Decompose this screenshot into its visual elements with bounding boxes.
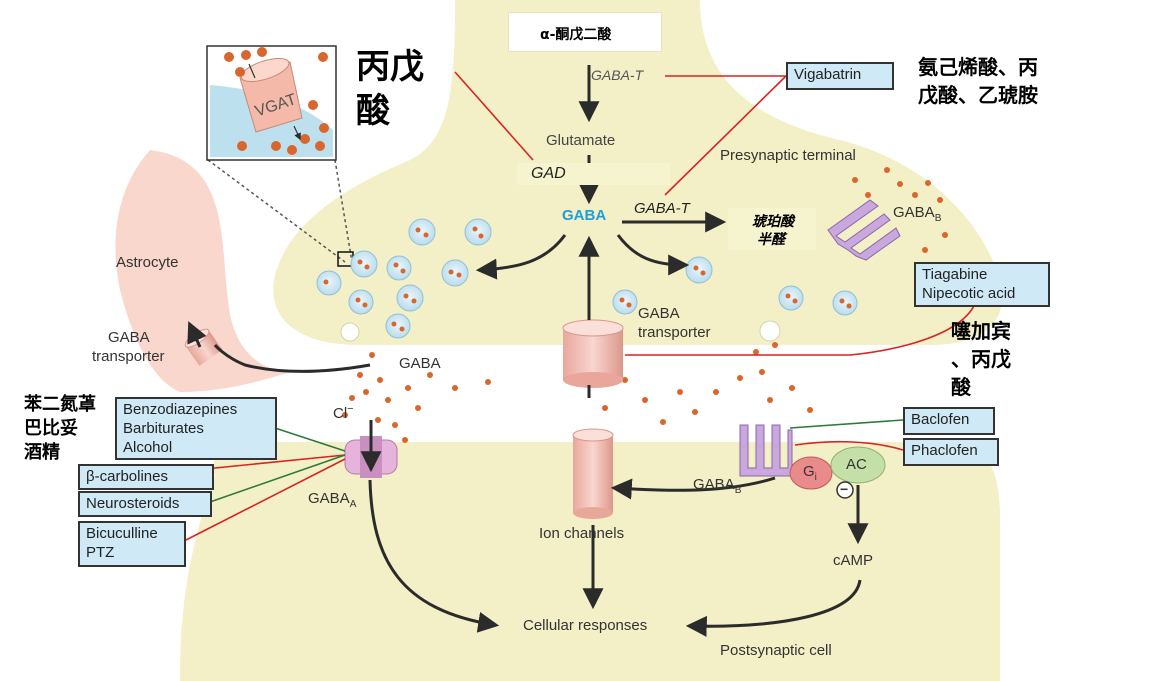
benzo-annotation-line2: 巴比妥 [24, 418, 78, 439]
gaba-transporter-presynaptic-label-1: GABA [638, 305, 680, 322]
tiagabine-annotation-line1: 噻加宾 [951, 319, 1011, 343]
astrocyte-label: Astrocyte [116, 254, 179, 271]
gi-protein [789, 456, 833, 490]
ion-channels-label: Ion channels [539, 525, 625, 542]
baclofen-box: Baclofen [903, 407, 995, 435]
adenylyl-cyclase [830, 446, 886, 484]
valproate-annotation-line1: 丙戊 [356, 47, 424, 87]
vigabatrin-annotation-line2: 戊酸、乙琥胺 [918, 83, 1038, 107]
vigabatrin-annotation-line1: 氨己烯酸、丙 [918, 55, 1038, 79]
cellular-responses-label: Cellular responses [523, 617, 648, 634]
phaclofen-box: Phaclofen [903, 438, 999, 466]
presynaptic-terminal-label: Presynaptic terminal [720, 147, 856, 164]
gaba-b-postsynaptic-label: GABAB [693, 476, 742, 496]
tiagabine-annotation-line3: 酸 [951, 375, 971, 399]
succinic-semialdehyde-line1: 琥珀酸 [752, 214, 794, 230]
gaba-b-postsynaptic-receptor [739, 424, 793, 477]
gaba-b-presynaptic-receptor [827, 199, 901, 261]
gaba-t-label-2: GABA-T [634, 200, 690, 217]
tiagabine-annotation-line2: 、丙戊 [951, 347, 1011, 371]
gaba-b-presynaptic-label: GABAB [893, 204, 942, 224]
succinic-semialdehyde-line2: 半醛 [757, 232, 785, 248]
postsynaptic-cell-label: Postsynaptic cell [720, 642, 832, 659]
succinic-highlight [728, 208, 816, 250]
benzo-annotation-line1: 苯二氮䓬 [24, 394, 96, 415]
camp-label: cAMP [833, 552, 874, 569]
gaba-transporter-astrocyte-label-2: transporter [92, 348, 165, 365]
glutamate-label: Glutamate [546, 132, 616, 149]
vgat-inset: VGAT [206, 45, 353, 263]
valproate-annotation-line2: 酸 [356, 91, 390, 131]
gaba-t-label: GABA-T [591, 67, 644, 83]
inhibition-minus-label: − [840, 481, 849, 497]
gaba-transporter-presynaptic-label-2: transporter [638, 324, 711, 341]
gad-highlight [517, 163, 670, 185]
beta-carbolines-box: β-carbolines [78, 464, 214, 490]
gaba-label: GABA [562, 207, 607, 224]
astrocyte [115, 150, 290, 392]
gaba-cleft-label: GABA [399, 355, 441, 372]
gad-label: GAD [531, 165, 566, 182]
vesicles [316, 218, 858, 342]
gaba-transporter-presynaptic [562, 319, 624, 388]
gaba-transporter-astrocyte-label-1: GABA [108, 329, 150, 346]
alpha-ketoglutarate-label: α-酮戊二酸 [540, 27, 612, 43]
gi-label: Gi [803, 463, 817, 483]
gaba-a-label: GABAA [308, 490, 357, 510]
neurosteroids-box: Neurosteroids [78, 491, 212, 517]
gaba-dots [323, 167, 948, 443]
ion-channel [572, 428, 614, 519]
precursor-box [508, 12, 662, 52]
chloride-label: Cl− [333, 403, 354, 422]
ac-label: AC [846, 456, 867, 473]
benzo-annotation-line3: 酒精 [24, 442, 60, 463]
vigabatrin-box: Vigabatrin [786, 62, 894, 90]
postsynaptic-cell [180, 441, 1000, 681]
